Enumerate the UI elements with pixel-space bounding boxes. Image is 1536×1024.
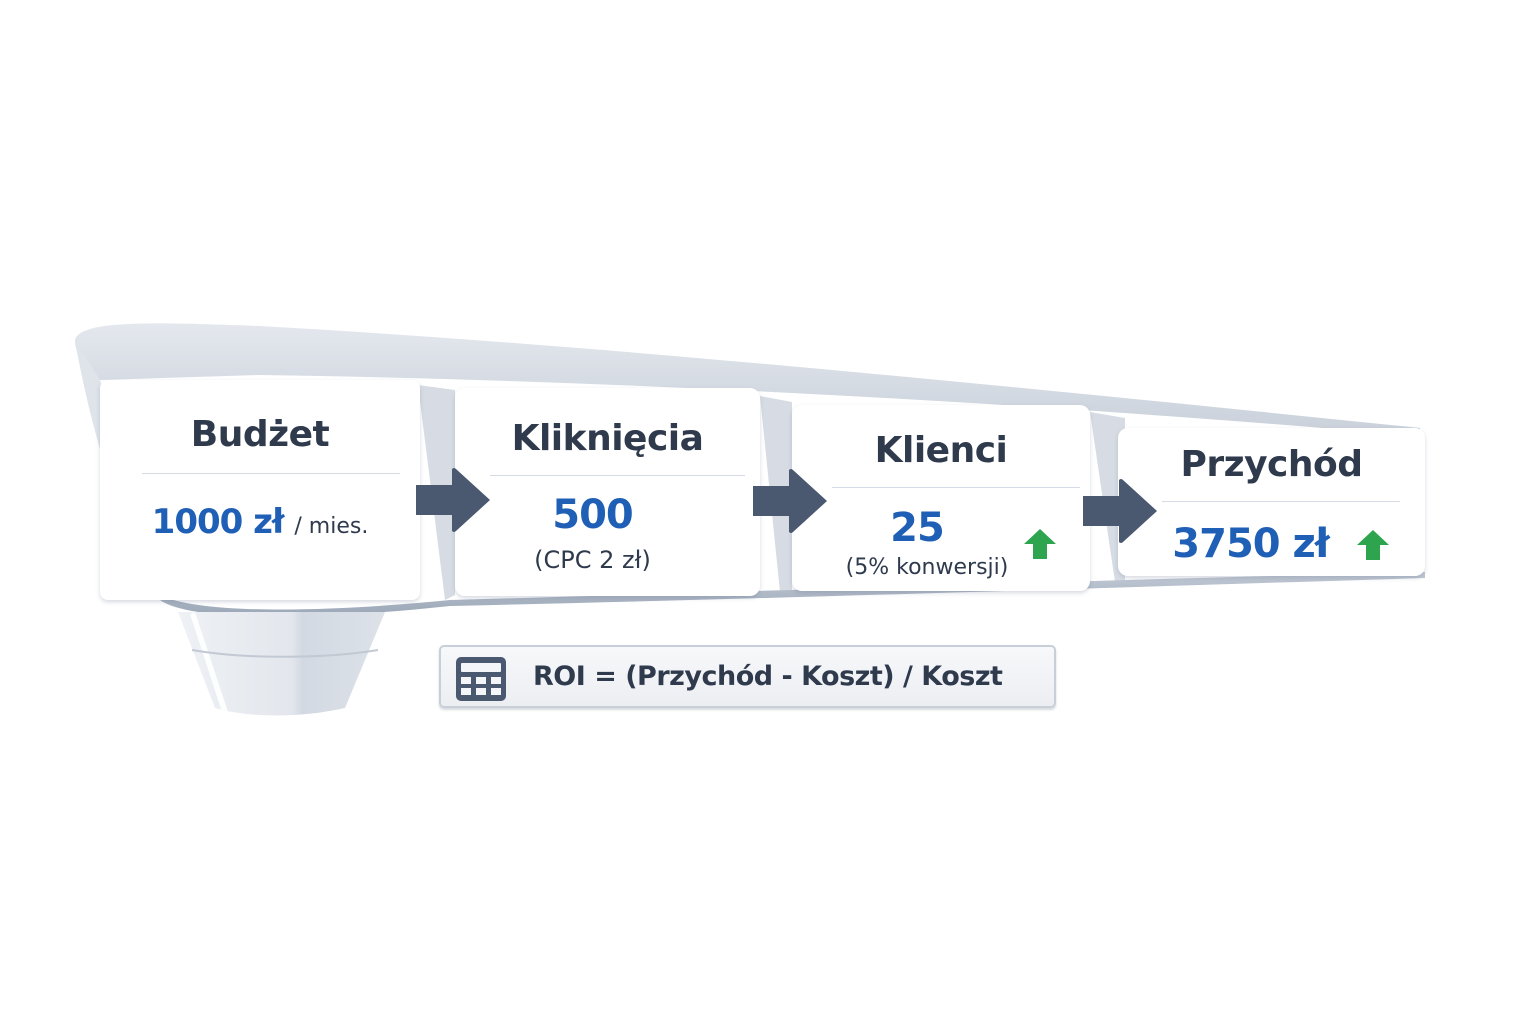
value-unit: / mies. <box>294 514 369 539</box>
arrow-right-icon <box>753 469 827 533</box>
stage-title: Kliknięcia <box>511 418 704 459</box>
stage-value: 3750 zł <box>1172 521 1329 567</box>
stage-card-clicks: Kliknięcia 500 (CPC 2 zł) <box>455 388 760 596</box>
roi-formula-box: ROI = (Przychód - Koszt) / Koszt <box>439 645 1056 708</box>
stage-value: 1000 zł / mies. <box>151 502 369 542</box>
stage-note: (CPC 2 zł) <box>534 546 651 574</box>
trend-up-icon <box>1024 529 1056 559</box>
calculator-icon <box>456 657 506 701</box>
stage-title: Klienci <box>874 430 1008 471</box>
stage-title: Przychód <box>1180 444 1363 485</box>
divider <box>832 487 1080 488</box>
stage-note: (5% konwersji) <box>845 555 1009 580</box>
divider <box>490 475 745 476</box>
stage-value: 25 <box>890 505 945 551</box>
stage-card-clients: Klienci 25 (5% konwersji) <box>792 405 1090 591</box>
stage-value: 500 <box>552 492 634 538</box>
divider <box>142 473 400 474</box>
stage-card-budget: Budżet 1000 zł / mies. <box>100 380 420 600</box>
roi-formula-text: ROI = (Przychód - Koszt) / Koszt <box>533 661 1003 692</box>
arrow-right-icon <box>1083 479 1157 543</box>
stage-title: Budżet <box>190 414 330 455</box>
trend-up-icon <box>1357 530 1389 560</box>
divider <box>1162 501 1400 502</box>
arrow-right-icon <box>416 468 490 532</box>
